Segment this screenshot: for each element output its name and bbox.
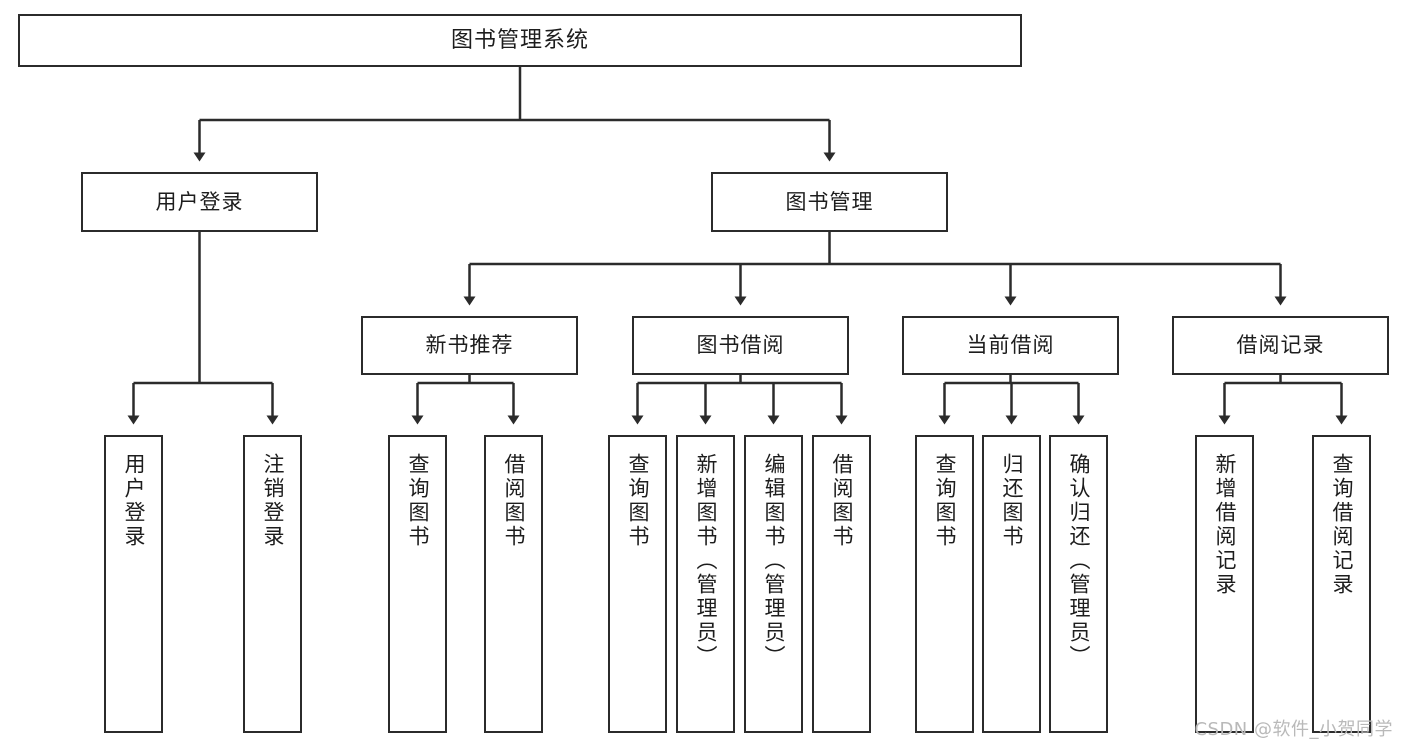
node-leaf-borrow-book-2[interactable]: 借阅图书 (812, 435, 871, 733)
node-label: 借阅记录 (1236, 333, 1325, 358)
node-leaf-user-login[interactable]: 用户登录 (104, 435, 163, 733)
node-leaf-query-book-1[interactable]: 查询图书 (388, 435, 447, 733)
node-leaf-query-book-2[interactable]: 查询图书 (608, 435, 667, 733)
node-label: 注销登录 (261, 453, 285, 549)
node-leaf-edit-book[interactable]: 编辑图书（管理员） (744, 435, 803, 733)
node-new-book-recommend[interactable]: 新书推荐 (361, 316, 578, 375)
csdn-watermark: CSDN @软件_小贺同学 (1194, 719, 1393, 740)
node-user-login[interactable]: 用户登录 (81, 172, 318, 232)
node-root[interactable]: 图书管理系统 (18, 14, 1022, 67)
node-leaf-confirm-return[interactable]: 确认归还（管理员） (1049, 435, 1108, 733)
node-leaf-borrow-book-1[interactable]: 借阅图书 (484, 435, 543, 733)
node-label: 查询借阅记录 (1330, 453, 1354, 597)
node-label: 查询图书 (626, 453, 650, 549)
node-label: 查询图书 (933, 453, 957, 549)
node-leaf-query-book-3[interactable]: 查询图书 (915, 435, 974, 733)
node-leaf-add-book[interactable]: 新增图书（管理员） (676, 435, 735, 733)
node-book-borrow[interactable]: 图书借阅 (632, 316, 849, 375)
node-borrow-record[interactable]: 借阅记录 (1172, 316, 1389, 375)
node-book-manage[interactable]: 图书管理 (711, 172, 948, 232)
node-label: 确认归还（管理员） (1067, 453, 1091, 669)
node-label: 归还图书 (1000, 453, 1024, 549)
node-label: 编辑图书（管理员） (762, 453, 786, 669)
node-leaf-logout[interactable]: 注销登录 (243, 435, 302, 733)
node-leaf-query-record[interactable]: 查询借阅记录 (1312, 435, 1371, 733)
node-label: 查询图书 (406, 453, 430, 549)
node-current-borrow[interactable]: 当前借阅 (902, 316, 1119, 375)
node-label: 新书推荐 (425, 333, 514, 358)
node-label: 用户登录 (155, 189, 244, 214)
node-label: 图书管理 (785, 189, 874, 214)
node-label: 借阅图书 (502, 453, 526, 549)
node-label: 图书管理系统 (450, 27, 589, 53)
node-label: 借阅图书 (830, 453, 854, 549)
node-leaf-return-book[interactable]: 归还图书 (982, 435, 1041, 733)
node-leaf-add-record[interactable]: 新增借阅记录 (1195, 435, 1254, 733)
node-label: 用户登录 (122, 453, 146, 549)
node-label: 当前借阅 (966, 333, 1055, 358)
node-label: 新增借阅记录 (1213, 453, 1237, 597)
node-label: 新增图书（管理员） (694, 453, 718, 669)
node-label: 图书借阅 (696, 333, 785, 358)
